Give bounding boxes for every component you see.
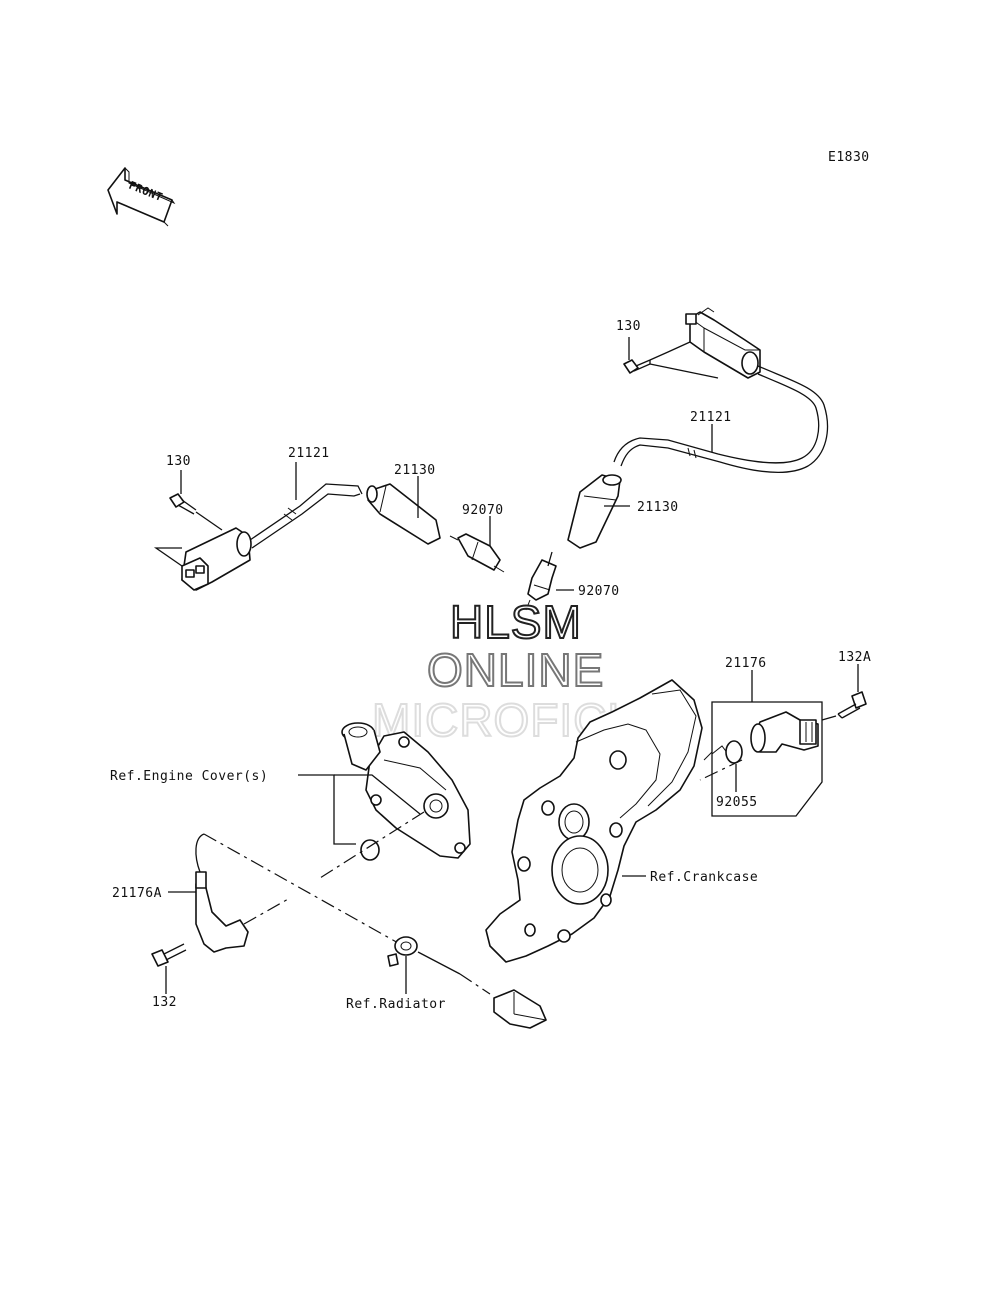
bolt-132 [151,943,187,967]
engine-cover [341,722,471,859]
bolt-130-right [623,359,651,374]
plug-wire-left [249,483,363,549]
plug-cap-right [567,474,622,549]
label-ref-engine-cover: Ref.Engine Cover(s) [110,769,268,784]
label-92070-left: 92070 [462,503,504,518]
diagram-code: E1830 [828,150,870,165]
ignition-coil-right [685,307,761,379]
plug-cap-left [366,483,441,545]
label-130-right: 130 [616,319,641,334]
bracket-21176 [711,701,823,817]
sensor-21176 [750,711,819,753]
bolt-130-left [169,493,197,515]
label-21176: 21176 [725,656,767,671]
label-21130-right: 21130 [637,500,679,515]
crankcase [485,679,729,963]
bolt-132A [837,691,867,719]
spark-plug-right [525,551,557,611]
watermark-line-1: HLSM [450,596,582,648]
wire-connector [493,989,547,1029]
label-21176A: 21176A [112,886,162,901]
label-ref-radiator: Ref.Radiator [346,997,446,1012]
spark-plug-left [449,533,505,573]
oring-92055 [725,740,743,764]
label-132: 132 [152,995,177,1010]
engine-cover-oring [360,839,380,861]
plug-wire-right [613,365,829,474]
label-21130-left: 21130 [394,463,436,478]
label-92055: 92055 [716,795,758,810]
label-ref-crankcase: Ref.Crankcase [650,870,758,885]
front-arrow-icon: FRONT [107,167,176,227]
ignition-coil-left [181,527,252,591]
watermark-line-2: ONLINE [427,644,604,696]
label-21121-left: 21121 [288,446,330,461]
label-21121-right: 21121 [690,410,732,425]
radiator-clip [387,936,418,967]
sensor-21176A [195,833,249,953]
label-132A: 132A [838,650,871,665]
label-130-left: 130 [166,454,191,469]
label-92070-right: 92070 [578,584,620,599]
